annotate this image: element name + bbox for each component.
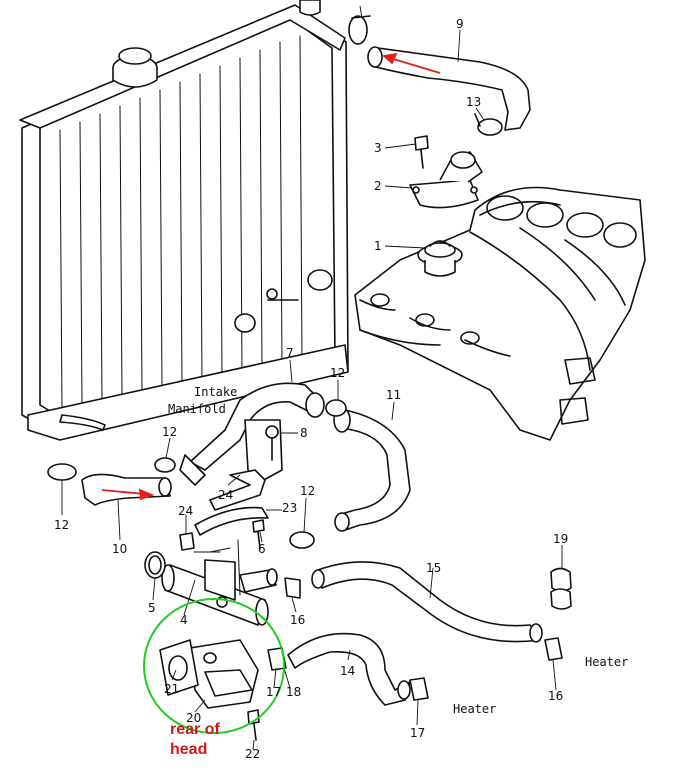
callout-23: 23 — [282, 501, 297, 515]
callout-17: 17 — [266, 685, 281, 699]
water-inlet-pipe — [161, 559, 278, 626]
hose-clamp — [267, 567, 572, 701]
callout-13: 13 — [466, 95, 481, 109]
callout-5: 5 — [148, 601, 156, 615]
thermostat — [417, 240, 463, 277]
callout-14: 14 — [340, 664, 355, 678]
callout-15: 15 — [426, 561, 441, 575]
callout-17: 17 — [410, 726, 425, 740]
radiator — [19, 0, 349, 441]
thermostat-bolt — [414, 135, 429, 169]
callout-12: 12 — [162, 425, 177, 439]
callout-16: 16 — [290, 613, 305, 627]
gasket — [159, 639, 199, 696]
heater-hose-15 — [311, 561, 543, 643]
callout-7: 7 — [286, 346, 294, 360]
callout-3: 3 — [374, 141, 382, 155]
heater-label-right: Heater — [585, 655, 628, 669]
callout-numbers: 1 2 3 4 5 6 7 8 9 10 11 12 12 12 12 13 1… — [54, 17, 568, 761]
callout-10: 10 — [112, 542, 127, 556]
hose-bracket — [244, 419, 283, 483]
rear-of-head-label-line2: head — [170, 741, 207, 758]
intake-label-line2: Manifold — [168, 402, 226, 416]
hose-clamp — [348, 15, 503, 136]
bolt — [252, 519, 265, 549]
callout-24: 24 — [218, 488, 233, 502]
callout-22: 22 — [245, 747, 260, 761]
hose-clamp — [47, 399, 347, 549]
callout-21: 21 — [164, 682, 179, 696]
rear-of-head-label-line1: rear of — [170, 721, 220, 738]
leader-lines — [61, 5, 563, 751]
callout-18: 18 — [286, 685, 301, 699]
callout-16: 16 — [548, 689, 563, 703]
heater-label-bottom: Heater — [453, 702, 496, 716]
intake-label-line1: Intake — [194, 385, 237, 399]
callout-12: 12 — [300, 484, 315, 498]
water-outlet-housing — [189, 639, 259, 709]
heater-hose-14 — [287, 632, 411, 706]
callout-20: 20 — [186, 711, 201, 725]
callout-1: 1 — [374, 239, 382, 253]
bolt — [247, 709, 260, 741]
gasket — [144, 551, 166, 579]
callout-4: 4 — [180, 613, 188, 627]
callout-11: 11 — [386, 388, 401, 402]
callout-8: 8 — [300, 426, 308, 440]
callout-12: 12 — [330, 366, 345, 380]
upper-radiator-hose — [367, 46, 531, 131]
callout-12: 12 — [54, 518, 69, 532]
callout-9: 9 — [456, 17, 464, 31]
intake-manifold — [354, 186, 646, 441]
hose-11 — [333, 407, 411, 532]
callout-24: 24 — [178, 504, 193, 518]
hose-23 — [194, 506, 269, 536]
flow-arrow — [381, 52, 441, 74]
highlight-circle — [143, 598, 285, 734]
flow-arrow — [101, 488, 155, 501]
hose-clamp — [179, 532, 195, 551]
dashed-guide — [209, 539, 241, 596]
callout-6: 6 — [258, 542, 266, 556]
thermostat-housing — [409, 151, 483, 209]
callout-19: 19 — [553, 532, 568, 546]
small-hose-24 — [209, 469, 266, 511]
callout-2: 2 — [374, 179, 382, 193]
lower-radiator-hose — [81, 473, 172, 506]
